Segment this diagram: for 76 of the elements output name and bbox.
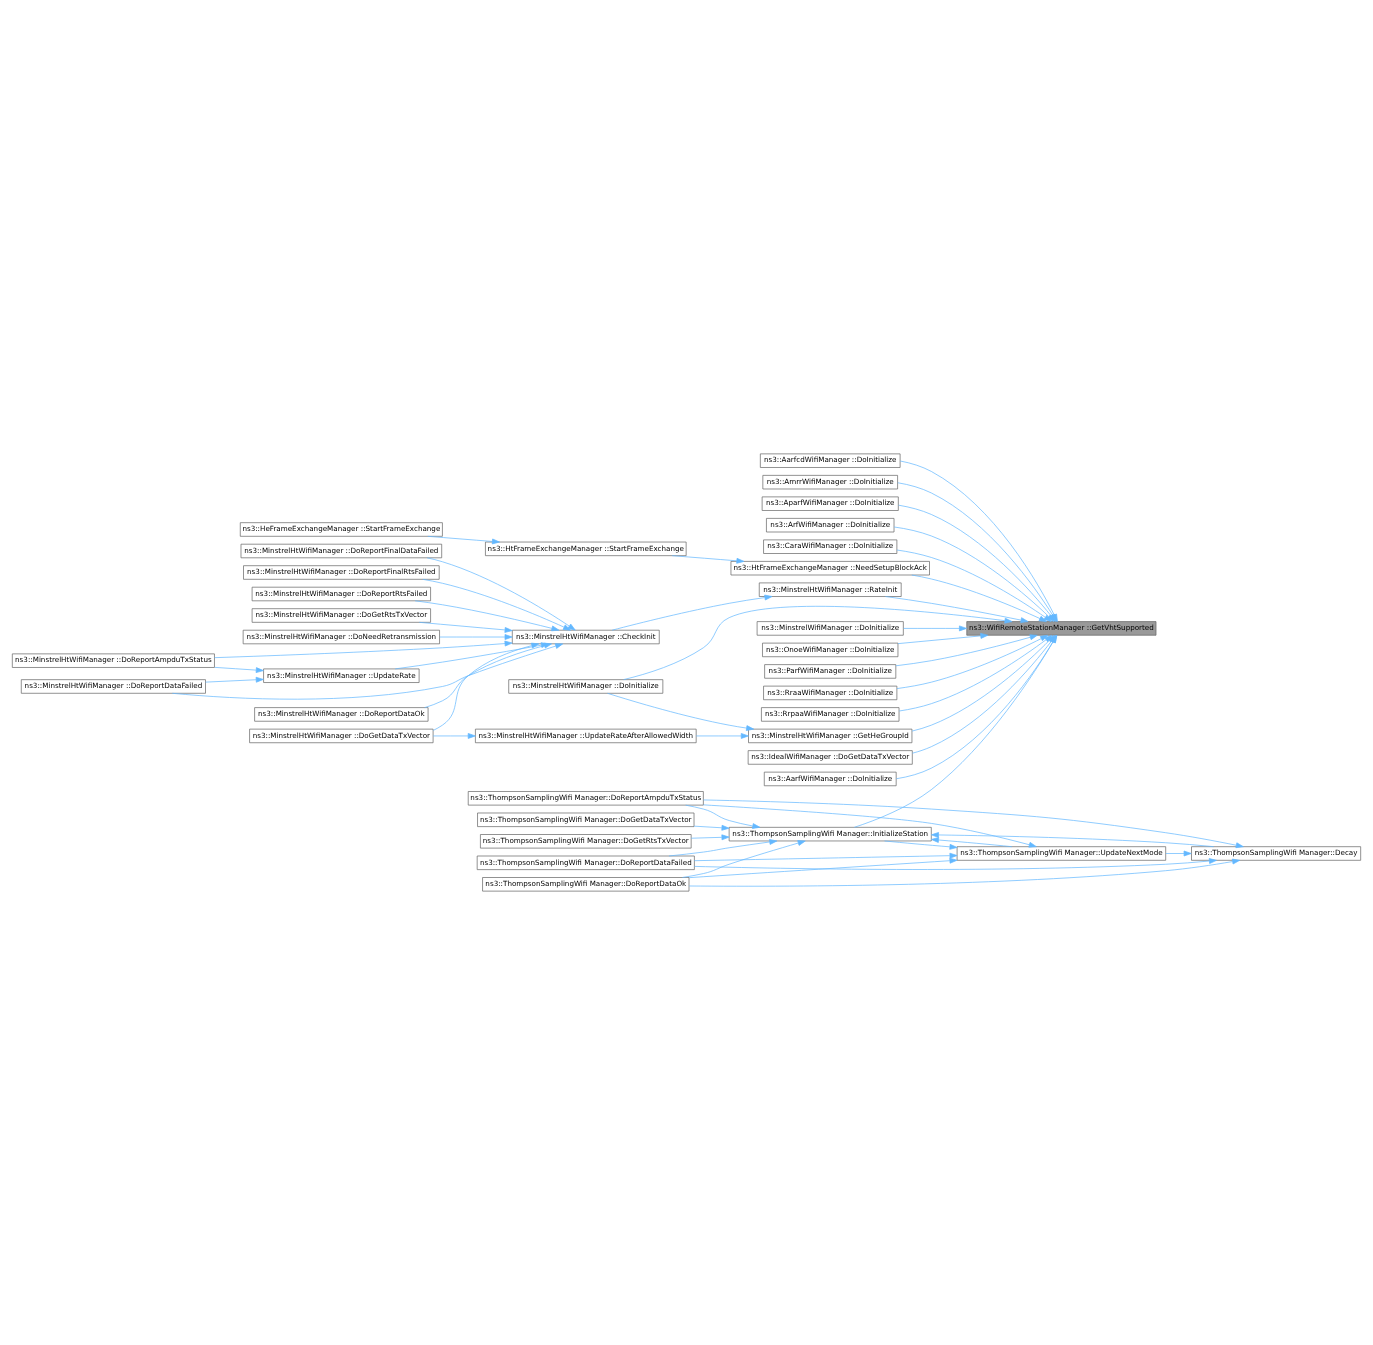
node-box: ns3::CaraWifiManager ::DoInitialize bbox=[763, 539, 898, 554]
node-box: ns3::MinstrelHtWifiManager ::DoReportFinalRtsFailed bbox=[243, 565, 440, 580]
node-box: ns3::MinstrelHtWifiManager ::DoReportDataOk bbox=[254, 707, 429, 722]
node-box: ns3::ParfWifiManager ::DoInitialize bbox=[764, 664, 897, 679]
arrow bbox=[685, 804, 761, 829]
arrow bbox=[432, 642, 540, 731]
node-box: ns3::ThompsonSamplingWifi Manager::DoReportDataFailed bbox=[476, 855, 695, 870]
node-box: ns3::IdealWifiManager ::DoGetDataTxVector bbox=[747, 750, 913, 765]
arrow bbox=[688, 857, 958, 878]
node-box: ns3::AarfcdWifiManager ::DoInitialize bbox=[759, 453, 901, 468]
arrow bbox=[931, 832, 1214, 847]
node-box: ns3::ThompsonSamplingWifi Manager::DoReportAmpduTxStatus bbox=[467, 791, 704, 806]
arrow bbox=[1165, 850, 1192, 857]
node-box: ns3::MinstrelHtWifiManager ::GetHeGroupId bbox=[748, 728, 913, 744]
node-box: ns3::HeFrameExchangeManager ::StartFrameExchange bbox=[239, 522, 443, 537]
node-box: ns3::MinstrelHtWifiManager ::DoNeedRetransmission bbox=[242, 629, 440, 645]
node-box: ns3::AparfWifiManager ::DoInitialize bbox=[761, 496, 899, 511]
arrow bbox=[903, 625, 967, 632]
node-box: ns3::MinstrelHtWifiManager ::DoGetDataTxVector bbox=[249, 728, 434, 744]
arrow bbox=[414, 600, 560, 632]
arrow bbox=[896, 634, 1049, 689]
arrow bbox=[671, 555, 745, 564]
arrow bbox=[931, 837, 1013, 848]
node-box: ns3::ThompsonSamplingWifi Manager::UpdateNextMode bbox=[956, 846, 1167, 861]
arrow bbox=[214, 667, 264, 673]
arrow bbox=[611, 594, 773, 631]
arrow bbox=[694, 858, 1217, 870]
arrow bbox=[205, 676, 264, 683]
arrow bbox=[682, 840, 806, 878]
node-box: ns3::ThompsonSamplingWifi Manager::DoGetRtsTxVector bbox=[480, 834, 692, 849]
arrow bbox=[897, 633, 989, 644]
node-box: ns3::AarfWifiManager ::DoInitialize bbox=[763, 771, 897, 787]
arrow bbox=[690, 834, 730, 841]
node-box: ns3::AmrrWifiManager ::DoInitialize bbox=[762, 475, 898, 490]
node-box: ns3::ArfWifiManager ::DoInitialize bbox=[766, 518, 895, 533]
arrow bbox=[439, 634, 513, 640]
node-box: ns3::MinstrelHtWifiManager ::DoGetRtsTxVector bbox=[251, 608, 431, 623]
node-box: ns3::OnoeWifiManager ::DoInitialize bbox=[762, 642, 899, 658]
node-box: ns3::MinstrelHtWifiManager ::DoReportFinalDataFailed bbox=[240, 543, 443, 559]
node-box: ns3::WifiRemoteStationManager ::GetVhtSupported bbox=[966, 621, 1157, 636]
node-box: ns3::RrpaaWifiManager ::DoInitialize bbox=[761, 707, 900, 722]
node-box: ns3::MinstrelHtWifiManager ::CheckInit bbox=[511, 629, 660, 645]
node-box: ns3::ThompsonSamplingWifi Manager::Decay bbox=[1191, 846, 1362, 861]
node-box: ns3::MinstrelHtWifiManager ::DoReportRtsFailed bbox=[251, 586, 431, 602]
arrow bbox=[426, 557, 576, 631]
arrow bbox=[703, 804, 1037, 848]
arrow bbox=[694, 852, 958, 862]
arrow bbox=[427, 535, 500, 545]
arrow bbox=[214, 640, 513, 658]
node-box: ns3::HtFrameExchangeManager ::StartFrameExchange bbox=[485, 541, 687, 556]
arrow bbox=[884, 840, 958, 850]
node-box: ns3::MinstrelHtWifiManager ::DoInitialize bbox=[508, 679, 664, 694]
arrow bbox=[668, 839, 778, 857]
arrow bbox=[896, 549, 1052, 622]
node-box: ns3::MinstrelHtWifiManager ::UpdateRate bbox=[263, 668, 420, 683]
node-box: ns3::MinstrelHtWifiManager ::RateInit bbox=[758, 582, 902, 597]
node-box: ns3::ThompsonSamplingWifi Manager::InitializeStation bbox=[728, 826, 932, 842]
node-box: ns3::MinstrelHtWifiManager ::DoReportDataFailed bbox=[20, 679, 206, 694]
node-box: ns3::RraaWifiManager ::DoInitialize bbox=[763, 685, 898, 701]
node-box: ns3::ThompsonSamplingWifi Manager::DoGetDataTxVector bbox=[477, 812, 695, 827]
node-box: ns3::MinstrelHtWifiManager ::DoReportAmpduTxStatus bbox=[11, 653, 215, 668]
arrow bbox=[895, 634, 1038, 667]
arrow bbox=[688, 858, 1241, 887]
arrow bbox=[693, 824, 730, 831]
arrow bbox=[885, 596, 1029, 623]
node-box: ns3::MinstrelWifiManager ::DoInitialize bbox=[756, 621, 904, 636]
arrow bbox=[911, 574, 1047, 622]
arrow bbox=[418, 622, 513, 633]
node-box: ns3::HtFrameExchangeManager ::NeedSetupBlockAck bbox=[730, 561, 930, 576]
arrow bbox=[703, 799, 1244, 849]
node-box: ns3::MinstrelHtWifiManager ::UpdateRateAfterAllowedWidth bbox=[475, 728, 697, 744]
arrow bbox=[422, 579, 572, 631]
node-box: ns3::ThompsonSamplingWifi Manager::DoReportDataOk bbox=[482, 877, 690, 892]
arrow bbox=[432, 733, 476, 739]
arrow bbox=[695, 733, 749, 739]
arrow bbox=[607, 692, 755, 731]
